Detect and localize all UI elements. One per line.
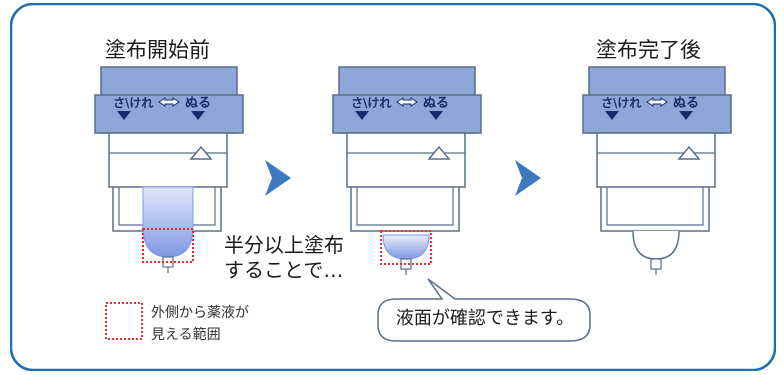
step-3-label: 塗布完了後 bbox=[596, 38, 701, 62]
step-3-applicator: さ\けれ ぬる bbox=[582, 66, 732, 275]
triangle-down-icon bbox=[429, 111, 443, 120]
triangle-down-icon bbox=[355, 111, 369, 120]
body-upper bbox=[108, 132, 228, 188]
callout-line-1: 半分以上塗布 bbox=[224, 233, 344, 257]
cap-left-label: さ\けれ bbox=[113, 96, 153, 110]
liquid-full bbox=[142, 186, 194, 258]
cap-left-label: さ\けれ bbox=[351, 96, 391, 110]
legend-line-1: 外側から薬液が bbox=[151, 305, 249, 321]
chevron-right-icon bbox=[515, 160, 541, 196]
legend-line-2: 見える範囲 bbox=[151, 326, 221, 343]
triangle-up-icon bbox=[677, 145, 701, 160]
cap-left-label: さ\けれ bbox=[601, 96, 641, 110]
body-upper bbox=[346, 132, 466, 188]
triangle-down-icon bbox=[117, 111, 131, 120]
callout-text: 半分以上塗布 することで… bbox=[224, 233, 344, 283]
callout-line-2: することで… bbox=[224, 258, 344, 282]
body-upper bbox=[596, 132, 716, 188]
cap-right-label: ぬる bbox=[423, 96, 449, 111]
triangle-down-icon bbox=[605, 111, 619, 120]
step-1-applicator: さ\けれ ぬる bbox=[94, 66, 244, 273]
legend-box bbox=[105, 302, 143, 340]
diagram-frame: さ\けれ ぬる さ\けれ ぬる bbox=[10, 3, 776, 371]
chevron-right-icon bbox=[265, 160, 291, 196]
arrow-both-icon bbox=[646, 97, 668, 107]
visible-range-box bbox=[142, 228, 194, 263]
arrow-both-icon bbox=[158, 97, 180, 107]
triangle-up-icon bbox=[427, 145, 451, 160]
arrow-both-icon bbox=[396, 97, 418, 107]
nozzle bbox=[650, 258, 662, 270]
triangle-down-icon bbox=[191, 111, 205, 120]
legend-text: 外側から薬液が 見える範囲 bbox=[151, 303, 249, 346]
triangle-down-icon bbox=[679, 111, 693, 120]
step-2-applicator: さ\けれ ぬる bbox=[332, 66, 482, 275]
cap-right-label: ぬる bbox=[673, 96, 699, 111]
triangle-up-icon bbox=[189, 145, 213, 160]
cap-right-label: ぬる bbox=[185, 96, 211, 111]
step-1-label: 塗布開始前 bbox=[105, 38, 210, 62]
bubble-text: 液面が確認できます。 bbox=[395, 308, 575, 329]
speech-bubble bbox=[377, 278, 591, 342]
visible-range-box bbox=[380, 230, 432, 265]
